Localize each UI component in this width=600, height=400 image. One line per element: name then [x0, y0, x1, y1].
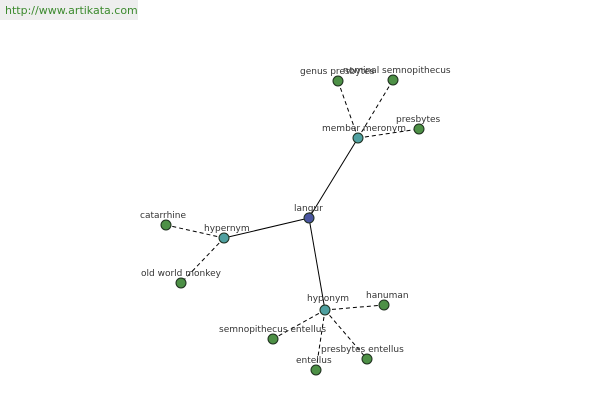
label-hanuman: hanuman — [366, 291, 409, 301]
label-presbytes-entellus: presbytes entellus — [321, 345, 404, 355]
node-langur[interactable] — [303, 212, 315, 224]
label-genus-presbytes: genus presbytes — [300, 67, 375, 77]
label-hypernym: hypernym — [204, 224, 250, 234]
edge-member-meronym-to-nominal-semnopithecus — [357, 79, 394, 139]
node-hypernym[interactable] — [218, 232, 230, 244]
edge-langur-to-hypernym — [223, 217, 310, 239]
label-semnopithecus-entellus: semnopithecus entellus — [219, 325, 326, 335]
node-catarrhine[interactable] — [160, 219, 172, 231]
edge-hyponym-to-hanuman — [324, 304, 385, 311]
edge-member-meronym-to-presbytes — [357, 128, 420, 139]
edge-hypernym-to-catarrhine — [165, 224, 225, 239]
label-langur: langur — [294, 204, 323, 214]
label-old-world-monkey: old world monkey — [141, 269, 222, 279]
node-presbytes-entellus[interactable] — [361, 353, 373, 365]
node-nominal-semnopithecus[interactable] — [387, 74, 399, 86]
node-genus-presbytes[interactable] — [332, 75, 344, 87]
edge-member-meronym-to-genus-presbytes — [337, 80, 359, 139]
node-old-world-monkey[interactable] — [175, 277, 187, 289]
label-catarrhine: catarrhine — [140, 211, 187, 221]
site-banner: http://www.artikata.com — [0, 0, 138, 20]
edge-hyponym-to-entellus — [315, 309, 326, 371]
node-presbytes[interactable] — [413, 123, 425, 135]
label-nominal-semnopithecus: nominal semnopithecus — [343, 66, 451, 76]
node-hanuman[interactable] — [378, 299, 390, 311]
edge-langur-to-hyponym — [308, 217, 326, 311]
node-semnopithecus-entellus[interactable] — [267, 333, 279, 345]
edge-hypernym-to-old-world-monkey — [180, 237, 225, 284]
label-member-meronym: member meronym — [322, 124, 406, 134]
label-layer: langur member meronym hypernym hyponym genus… — [140, 66, 451, 366]
node-member-meronym[interactable] — [352, 132, 364, 144]
edge-hyponym-to-semnopithecus-entellus — [272, 309, 326, 340]
edge-layer — [165, 79, 420, 371]
edge-langur-to-member-meronym — [308, 137, 359, 219]
site-url-link[interactable]: http://www.artikata.com — [5, 4, 138, 17]
edge-hyponym-to-presbytes-entellus — [324, 309, 368, 360]
node-hyponym[interactable] — [319, 304, 331, 316]
label-presbytes: presbytes — [396, 115, 441, 125]
node-entellus[interactable] — [310, 364, 322, 376]
label-hyponym: hyponym — [307, 294, 349, 304]
label-entellus: entellus — [296, 356, 332, 366]
node-layer — [160, 74, 425, 376]
